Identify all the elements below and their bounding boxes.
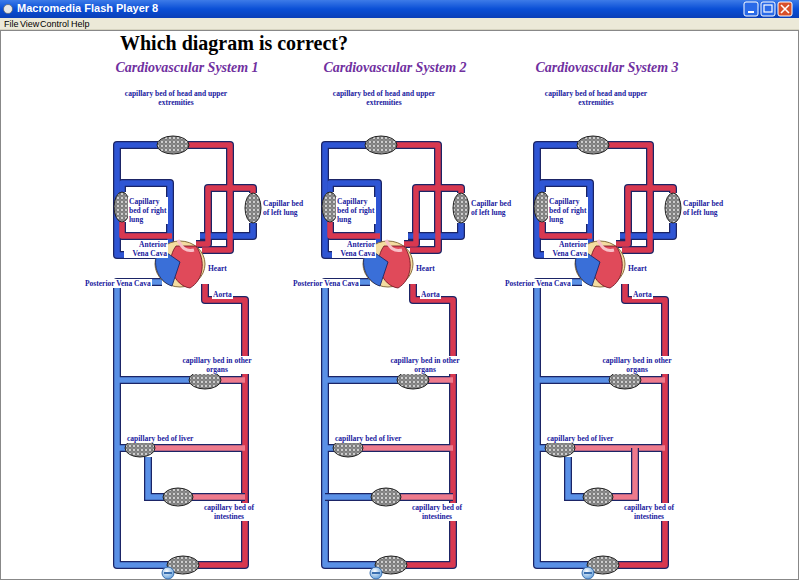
- organ-label: Capillar bed of left lung: [682, 199, 728, 217]
- vessel-label: Posterior Vena Cava: [504, 279, 572, 288]
- organ-label: Heart: [415, 264, 436, 273]
- vessel-label: Aorta: [420, 290, 441, 299]
- organ-label: capillary bed of intestines: [198, 503, 260, 521]
- organ-label: Capillar bed of left lung: [470, 199, 516, 217]
- vessel-label: Aorta: [212, 290, 233, 299]
- organ-label: capillary bed of head and upper extremit…: [123, 89, 229, 107]
- organ-label: Heart: [627, 264, 648, 273]
- organ-label: capillary bed of head and upper extremit…: [543, 89, 649, 107]
- menu-item: View: [20, 19, 39, 29]
- organ-label: Capillary bed of right lung: [548, 197, 588, 224]
- organ-label: capillary bed of head and upper extremit…: [331, 89, 437, 107]
- menu-item: Help: [71, 19, 90, 29]
- vessel-label: Posterior Vena Cava: [292, 279, 360, 288]
- vessel-label: Anterior Vena Cava: [332, 240, 376, 258]
- organ-label: capillary bed of liver: [126, 434, 206, 443]
- organ-label: capillary bed of liver: [334, 434, 414, 443]
- organ-label: capillary bed of intestines: [618, 503, 680, 521]
- system-heading: Cardiovascular System 1: [106, 60, 268, 76]
- organ-label: capillary bed in other organs: [388, 356, 462, 374]
- system-heading: Cardiovascular System 2: [314, 60, 476, 76]
- question-title: Which diagram is correct?: [120, 32, 348, 55]
- organ-label: Heart: [207, 264, 228, 273]
- organ-label: Capillary bed of right lung: [336, 197, 376, 224]
- organ-label: Capillar bed of left lung: [262, 199, 308, 217]
- vessel-label: Anterior Vena Cava: [544, 240, 588, 258]
- vessel-label: Anterior Vena Cava: [124, 240, 168, 258]
- menu-item: Control: [40, 19, 69, 29]
- menu-item: File: [4, 19, 19, 29]
- organ-label: capillary bed of intestines: [406, 503, 468, 521]
- window-title: Macromedia Flash Player 8: [17, 2, 158, 14]
- organ-label: capillary bed in other organs: [180, 356, 254, 374]
- organ-label: Capillary bed of right lung: [128, 197, 168, 224]
- organ-label: capillary bed in other organs: [600, 356, 674, 374]
- organ-label: capillary bed of liver: [546, 434, 626, 443]
- system-heading: Cardiovascular System 3: [526, 60, 688, 76]
- vessel-label: Aorta: [632, 290, 653, 299]
- vessel-label: Posterior Vena Cava: [84, 279, 152, 288]
